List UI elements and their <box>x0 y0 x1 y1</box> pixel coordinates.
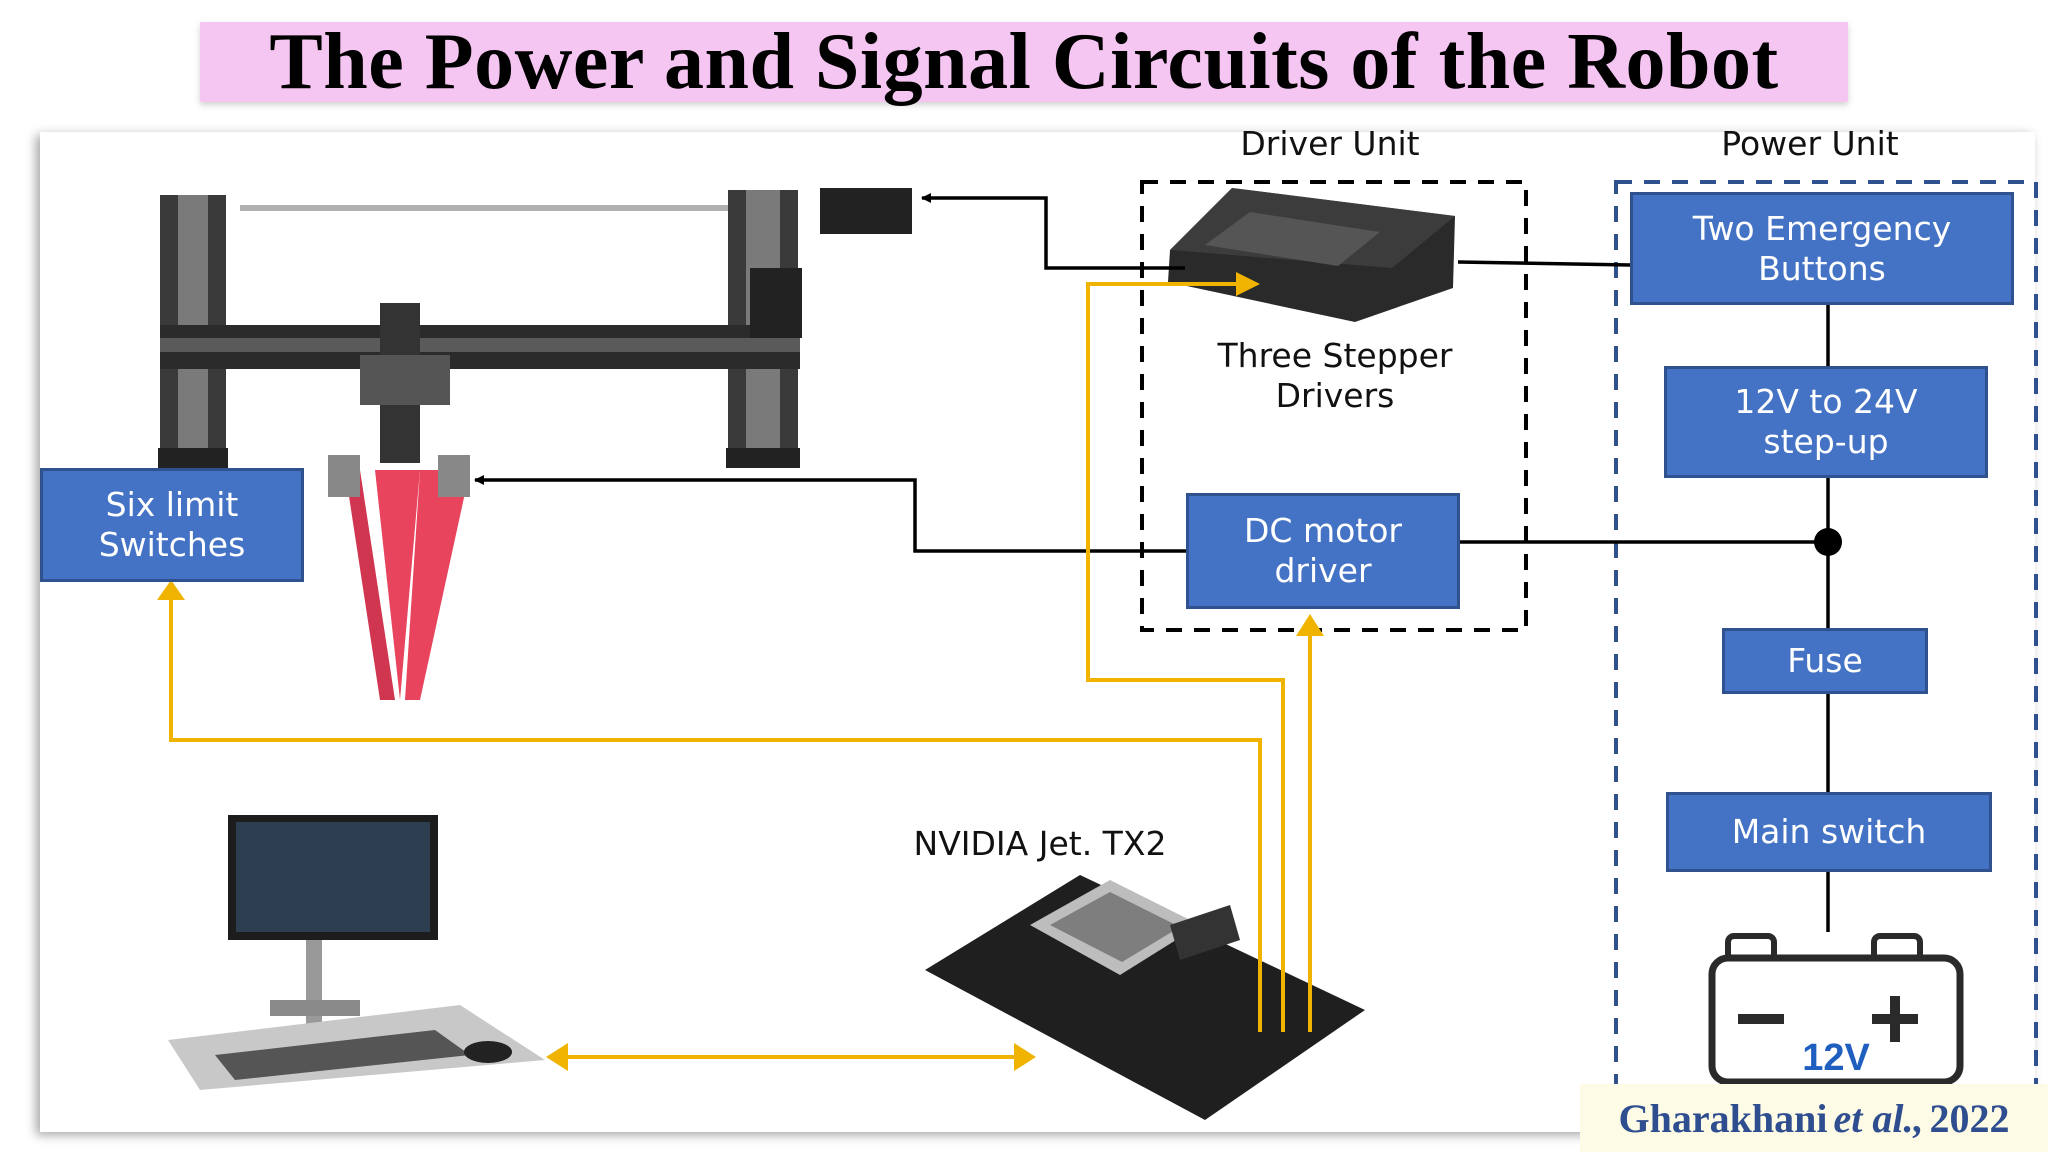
power-line-dcmotor-to-gripper <box>474 475 1186 553</box>
fuse-box: Fuse <box>1722 628 1928 694</box>
arrow-dc-driver <box>1296 614 1324 636</box>
battery-voltage-label: 12V <box>1802 1037 1870 1079</box>
stepper-driver-image <box>1168 188 1455 322</box>
power-unit-boundary <box>1614 180 2038 1114</box>
power-junction-dot <box>1814 528 1842 556</box>
gantry-robot-image <box>158 188 912 700</box>
arrow-pc-end <box>546 1043 568 1071</box>
stepup-converter-box: 12V to 24V step-up <box>1664 366 1988 478</box>
citation-credit: Gharakhani et al., 2022 <box>1580 1084 2048 1152</box>
signal-line-to-limit-switches <box>169 588 1262 1032</box>
arrow-stepper-drivers <box>1236 272 1260 296</box>
power-line-emergency-to-stepper <box>1457 260 1631 267</box>
credit-year: 2022 <box>1929 1095 2010 1141</box>
nvidia-board-image <box>925 875 1365 1120</box>
power-unit-label: Power Unit <box>1721 124 1899 163</box>
emergency-buttons-box: Two Emergency Buttons <box>1630 192 2014 305</box>
arrow-nvidia-end <box>1014 1043 1036 1071</box>
title-banner <box>200 22 1848 102</box>
computer-image <box>168 815 545 1090</box>
driver-unit-boundary <box>1140 180 1528 632</box>
credit-etal: et al., <box>1833 1095 1924 1141</box>
limit-switches-box: Six limit Switches <box>40 468 304 582</box>
stepper-drivers-label: Three Stepper Drivers <box>1217 336 1453 415</box>
main-switch-box: Main switch <box>1666 792 1992 872</box>
arrow-limit-switches <box>157 580 185 600</box>
power-line-stepper-to-motor <box>921 193 1185 270</box>
credit-author: Gharakhani <box>1618 1095 1828 1141</box>
battery-image <box>1708 933 1964 1086</box>
signal-line-to-stepper-drivers <box>1086 282 1285 1032</box>
page-title: The Power and Signal Circuits of the Rob… <box>269 17 1779 106</box>
driver-unit-label: Driver Unit <box>1240 124 1420 163</box>
dc-motor-driver-box: DC motor driver <box>1186 493 1460 609</box>
nvidia-label: NVIDIA Jet. TX2 <box>913 824 1167 863</box>
